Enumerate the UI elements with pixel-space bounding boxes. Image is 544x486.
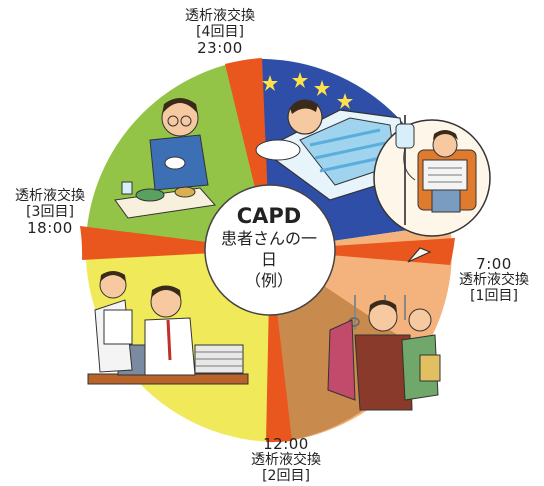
exchange-1-title: 透析液交換 [459,272,529,288]
divider-7 [270,238,455,265]
exchange-1-time: 7:00 [476,255,512,273]
exchange-1-count: [1回目] [470,288,518,304]
exchange-3-title: 透析液交換 [15,188,85,204]
center-title-capd: CAPD [236,204,302,228]
sleeping-patient-icon [255,99,411,201]
exchange-4-count: [4回目] [196,24,244,40]
newspaper-reader-icon [417,130,477,213]
center-subtitle: 患者さんの一日 [220,229,317,269]
exchange-2-time: 12:00 [263,435,309,453]
center-circle [204,184,336,316]
center-example: （例） [244,271,293,290]
exchange-label-4: 透析液交換 [4回目] 23:00 [170,8,270,56]
exchange-2-count: [2回目] [262,468,310,484]
exchange-3-time: 18:00 [27,219,73,237]
exchange-label-3: 透析液交換 [3回目] 18:00 [4,188,96,236]
exchange-4-time: 23:00 [197,39,243,57]
exchange-4-title: 透析液交換 [185,8,255,24]
stars-icon [262,72,353,109]
center-title: CAPD 患者さんの一日 （例） [214,204,324,291]
exchange-label-1: 7:00 透析液交換 [1回目] [446,256,542,304]
dinner-table-icon [114,98,216,219]
commuter-train-icon [327,295,441,411]
exchange-label-2: 12:00 透析液交換 [2回目] [236,436,336,484]
office-work-icon [87,271,249,385]
exchange-2-title: 透析液交換 [251,452,321,468]
exchange-3-count: [3回目] [26,204,74,220]
